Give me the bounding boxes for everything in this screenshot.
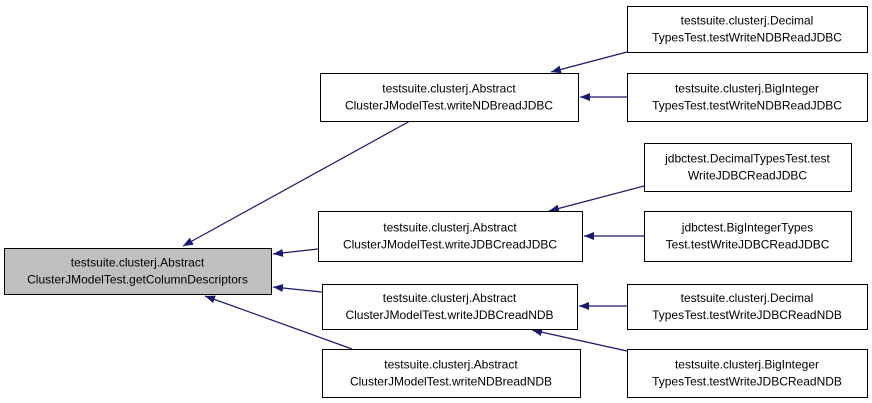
node-box	[322, 349, 581, 398]
edge-wnrn-to-root	[204, 295, 353, 350]
node-label-line: testsuite.clusterj.Decimal	[681, 14, 814, 28]
node-label-line: ClusterJModelTest.getColumnDescriptors	[27, 273, 248, 287]
edge-dec_nrj-to-wnrj	[550, 51, 628, 74]
edges	[182, 51, 645, 352]
node-label-line: ClusterJModelTest.writeJDBCreadNDB	[345, 308, 553, 322]
node-label-line: jdbctest.DecimalTypesTest.test	[664, 152, 830, 166]
node-label-line: TypesTest.testWriteNDBReadJDBC	[652, 99, 842, 113]
node-label-line: testsuite.clusterj.Abstract	[382, 82, 516, 96]
node-big_jrn[interactable]: testsuite.clusterj.BigIntegerTypesTest.t…	[627, 349, 868, 398]
node-wjrn[interactable]: testsuite.clusterj.AbstractClusterJModel…	[322, 284, 578, 330]
node-box	[644, 211, 852, 262]
edge-wjrn-to-root	[272, 284, 323, 293]
node-box	[627, 284, 868, 330]
node-label-line: TypesTest.testWriteJDBCReadNDB	[652, 308, 842, 322]
node-label-line: ClusterJModelTest.writeJDBCreadJDBC	[343, 238, 557, 252]
node-label-line: testsuite.clusterj.BigInteger	[675, 82, 819, 96]
node-label-line: WriteJDBCReadJDBC	[688, 169, 807, 183]
node-box	[320, 73, 579, 122]
node-label-line: ClusterJModelTest.writeNDBreadJDBC	[345, 99, 553, 113]
node-label-line: testsuite.clusterj.BigInteger	[675, 358, 819, 372]
edge-big_jrn-to-wjrn	[531, 328, 628, 352]
node-jdbc_dec[interactable]: jdbctest.DecimalTypesTest.testWriteJDBCR…	[644, 143, 852, 192]
node-box	[627, 6, 868, 53]
node-wjrj[interactable]: testsuite.clusterj.AbstractClusterJModel…	[318, 211, 583, 262]
node-box	[627, 349, 868, 398]
edge-wjrj-to-root	[272, 248, 319, 257]
node-dec_jrn[interactable]: testsuite.clusterj.DecimalTypesTest.test…	[627, 284, 868, 330]
node-label-line: testsuite.clusterj.Abstract	[383, 221, 517, 235]
node-label-line: testsuite.clusterj.Abstract	[383, 291, 517, 305]
edge-wnrj-to-root	[182, 120, 411, 247]
node-box	[318, 211, 583, 262]
nodes: testsuite.clusterj.AbstractClusterJModel…	[4, 6, 868, 398]
node-label-line: testsuite.clusterj.Abstract	[71, 256, 205, 270]
node-box	[644, 143, 852, 192]
node-box	[322, 284, 578, 330]
node-wnrn[interactable]: testsuite.clusterj.AbstractClusterJModel…	[322, 349, 581, 398]
node-big_nrj[interactable]: testsuite.clusterj.BigIntegerTypesTest.t…	[627, 73, 868, 122]
node-label-line: testsuite.clusterj.Decimal	[681, 291, 814, 305]
node-dec_nrj[interactable]: testsuite.clusterj.DecimalTypesTest.test…	[627, 6, 868, 53]
node-root[interactable]: testsuite.clusterj.AbstractClusterJModel…	[4, 248, 272, 295]
edge-jdbc_dec-to-wjrj	[548, 185, 645, 213]
node-label-line: TypesTest.testWriteJDBCReadNDB	[652, 375, 842, 389]
node-wnrj[interactable]: testsuite.clusterj.AbstractClusterJModel…	[320, 73, 579, 122]
node-label-line: Test.testWriteJDBCReadJDBC	[666, 238, 830, 252]
node-label-line: ClusterJModelTest.writeNDBreadNDB	[350, 375, 552, 389]
node-label-line: jdbctest.BigIntegerTypes	[681, 221, 813, 235]
node-label-line: testsuite.clusterj.Abstract	[384, 358, 518, 372]
node-box	[4, 248, 272, 295]
node-jdbc_big[interactable]: jdbctest.BigIntegerTypesTest.testWriteJD…	[644, 211, 852, 262]
node-box	[627, 73, 868, 122]
node-label-line: TypesTest.testWriteNDBReadJDBC	[652, 31, 842, 45]
